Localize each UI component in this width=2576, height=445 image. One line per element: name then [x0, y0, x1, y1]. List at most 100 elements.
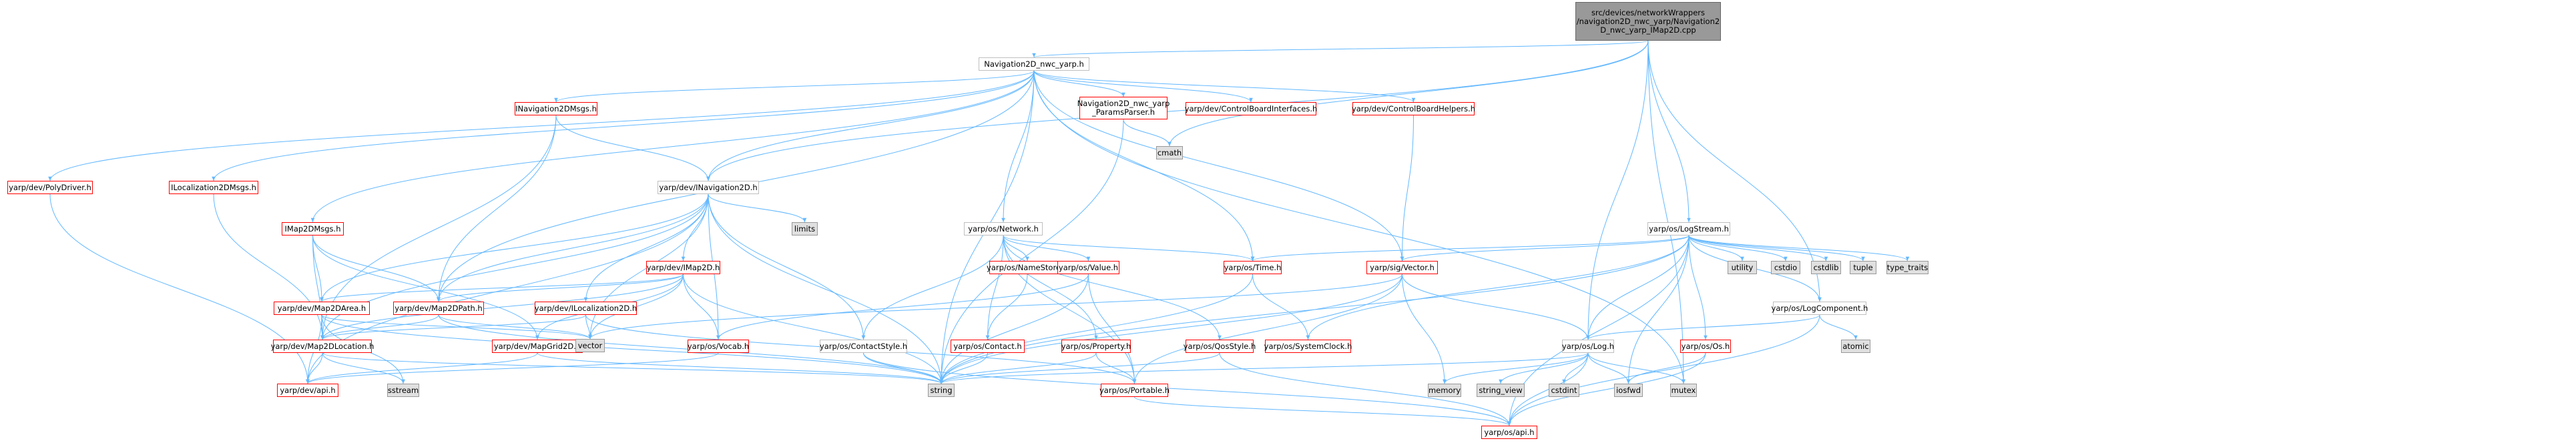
node-string[interactable]: string — [928, 384, 955, 397]
edge-logstream-to-utility — [1688, 235, 1744, 262]
edge-logstream-to-oslog — [1586, 235, 1690, 340]
edge-map2dloc-to-sstream — [322, 352, 405, 384]
node-property[interactable]: yarp/os/Property.h — [1061, 340, 1131, 353]
edge-root-to-inav2d — [706, 40, 1649, 181]
node-value[interactable]: yarp/os/Value.h — [1057, 261, 1119, 274]
edge-nwc_h-to-inav2d — [706, 70, 1035, 181]
node-osapi[interactable]: yarp/os/api.h — [1481, 426, 1537, 439]
edge-sigvector-to-memory — [1402, 274, 1447, 384]
edge-network-to-property — [1003, 235, 1098, 340]
node-cstdio[interactable]: cstdio — [1771, 261, 1800, 274]
node-contactstyle[interactable]: yarp/os/ContactStyle.h — [820, 340, 907, 353]
edge-nwc_h-to-imap2dmsgs — [310, 70, 1035, 223]
edge-logstream-to-type_traits — [1688, 235, 1910, 262]
node-cbh[interactable]: yarp/dev/ControlBoardHelpers.h — [1352, 102, 1475, 115]
edge-value-to-string — [939, 274, 1089, 384]
node-utility[interactable]: utility — [1728, 261, 1757, 274]
node-mutex[interactable]: mutex — [1670, 384, 1697, 397]
edge-logstream-to-cstdio — [1688, 235, 1788, 262]
edge-nwc_h-to-polydriver — [48, 70, 1035, 181]
edge-logstream-to-iosfwd — [1626, 235, 1690, 384]
edge-qosstyle-to-osapi — [1219, 352, 1511, 426]
node-cmath[interactable]: cmath — [1156, 146, 1183, 159]
node-inav2dmsgs[interactable]: INavigation2DMsgs.h — [515, 102, 597, 115]
node-tuple[interactable]: tuple — [1850, 261, 1876, 274]
edge-iloc2dmsgs-to-map2dloc — [213, 193, 324, 340]
edge-sigvector-to-vector — [588, 274, 1402, 340]
node-logstream[interactable]: yarp/os/LogStream.h — [1647, 222, 1730, 236]
edge-inav2d-to-contactstyle — [708, 193, 866, 340]
node-iloc2d[interactable]: yarp/dev/ILocalization2D.h — [535, 302, 637, 315]
node-map2dpath[interactable]: yarp/dev/Map2DPath.h — [393, 302, 484, 315]
edge-root-to-mutex — [1647, 40, 1686, 384]
edge-nwc_h-to-sigvector — [1033, 70, 1404, 262]
node-cbi[interactable]: yarp/dev/ControlBoardInterfaces.h — [1185, 102, 1317, 115]
edge-oslog-to-mutex — [1587, 352, 1686, 384]
node-inav2d[interactable]: yarp/dev/INavigation2D.h — [658, 181, 759, 194]
node-cstdint[interactable]: cstdint — [1549, 384, 1579, 397]
node-network[interactable]: yarp/os/Network.h — [964, 222, 1043, 236]
node-qosstyle[interactable]: yarp/os/QosStyle.h — [1184, 340, 1256, 353]
edge-property-to-string — [939, 352, 1097, 384]
edge-inav2dmsgs-to-inav2d — [555, 115, 710, 181]
node-paramsparser[interactable]: Navigation2D_nwc_yarp _ParamsParser.h — [1077, 97, 1170, 119]
node-imap2dmsgs[interactable]: IMap2DMsgs.h — [282, 222, 344, 236]
edge-map2darea-to-string — [321, 314, 943, 384]
edge-network-to-contact — [985, 235, 1004, 340]
edge-inav2d-to-string — [708, 193, 943, 384]
node-sysclock[interactable]: yarp/os/SystemClock.h — [1264, 340, 1352, 353]
edge-imap2d-to-map2dloc — [320, 274, 684, 340]
node-devapi[interactable]: yarp/dev/api.h — [277, 384, 338, 397]
edge-nwc_h-to-inav2dmsgs — [554, 70, 1035, 103]
node-limits[interactable]: limits — [792, 222, 818, 236]
edge-root-to-logcomp — [1647, 40, 1822, 302]
edge-network-to-contactstyle — [861, 235, 1004, 340]
node-namestore[interactable]: yarp/os/NameStore.h — [987, 261, 1068, 274]
node-vector[interactable]: vector — [575, 339, 605, 352]
edge-iloc2d-to-map2dloc — [320, 314, 586, 340]
node-map2darea[interactable]: yarp/dev/Map2DArea.h — [274, 302, 370, 315]
node-portable[interactable]: yarp/os/Portable.h — [1099, 384, 1170, 397]
edge-logstream-to-osapi — [1507, 235, 1690, 426]
node-sstream[interactable]: sstream — [387, 384, 419, 397]
edge-imap2d-to-map2darea — [320, 274, 684, 302]
edge-oslog-to-string — [939, 352, 1589, 384]
edge-logstream-to-cstdlib — [1688, 235, 1828, 262]
edge-polydriver-to-devapi — [49, 193, 310, 384]
edge-inav2d-to-map2darea — [320, 193, 709, 302]
node-iosfwd[interactable]: iosfwd — [1614, 384, 1643, 397]
edge-network-to-time — [1003, 235, 1255, 262]
edge-value-to-vocab — [716, 274, 1089, 340]
node-time[interactable]: yarp/os/Time.h — [1224, 261, 1282, 274]
node-iloc2dmsgs[interactable]: ILocalization2DMsgs.h — [169, 181, 258, 194]
node-imap2d[interactable]: yarp/dev/IMap2D.h — [646, 261, 720, 274]
edge-imap2dmsgs-to-mapgrid2d — [312, 235, 539, 340]
node-cstdlib[interactable]: cstdlib — [1811, 261, 1841, 274]
edge-network-to-qosstyle — [1003, 235, 1222, 340]
node-oslog[interactable]: yarp/os/Log.h — [1562, 340, 1614, 353]
edge-time-to-string — [939, 274, 1253, 384]
edge-nwc_h-to-iloc2dmsgs — [212, 70, 1035, 181]
node-nwc-h[interactable]: Navigation2D_nwc_yarp.h — [979, 57, 1089, 71]
node-root[interactable]: src/devices/networkWrappers /navigation2… — [1575, 2, 1721, 41]
edge-network-to-portable — [1003, 235, 1137, 384]
edge-map2dpath-to-vector — [438, 314, 592, 340]
node-logcomp[interactable]: yarp/os/LogComponent.h — [1772, 302, 1868, 315]
edge-mapgrid2d-to-devapi — [306, 352, 538, 384]
node-memory[interactable]: memory — [1428, 384, 1461, 397]
node-map2dloc[interactable]: yarp/dev/Map2DLocation.h — [271, 340, 374, 353]
edge-network-to-namestore — [1003, 235, 1029, 262]
node-polydriver[interactable]: yarp/dev/PolyDriver.h — [7, 181, 93, 194]
node-vocab[interactable]: yarp/os/Vocab.h — [688, 340, 749, 353]
edge-nwc_h-to-cbi — [1033, 70, 1253, 103]
node-mapgrid2d[interactable]: yarp/dev/MapGrid2D.h — [492, 340, 583, 353]
edge-contactstyle-to-string — [863, 352, 943, 384]
edge-inav2dmsgs-to-map2dloc — [320, 115, 557, 340]
node-sigvector[interactable]: yarp/sig/Vector.h — [1366, 261, 1438, 274]
node-string-view[interactable]: string_view — [1477, 384, 1525, 397]
node-atomic[interactable]: atomic — [1841, 340, 1870, 353]
edge-property-to-portable — [1095, 352, 1137, 384]
node-type-traits[interactable]: type_traits — [1886, 261, 1928, 274]
node-contact[interactable]: yarp/os/Contact.h — [951, 340, 1025, 353]
node-osos[interactable]: yarp/os/Os.h — [1680, 340, 1731, 353]
